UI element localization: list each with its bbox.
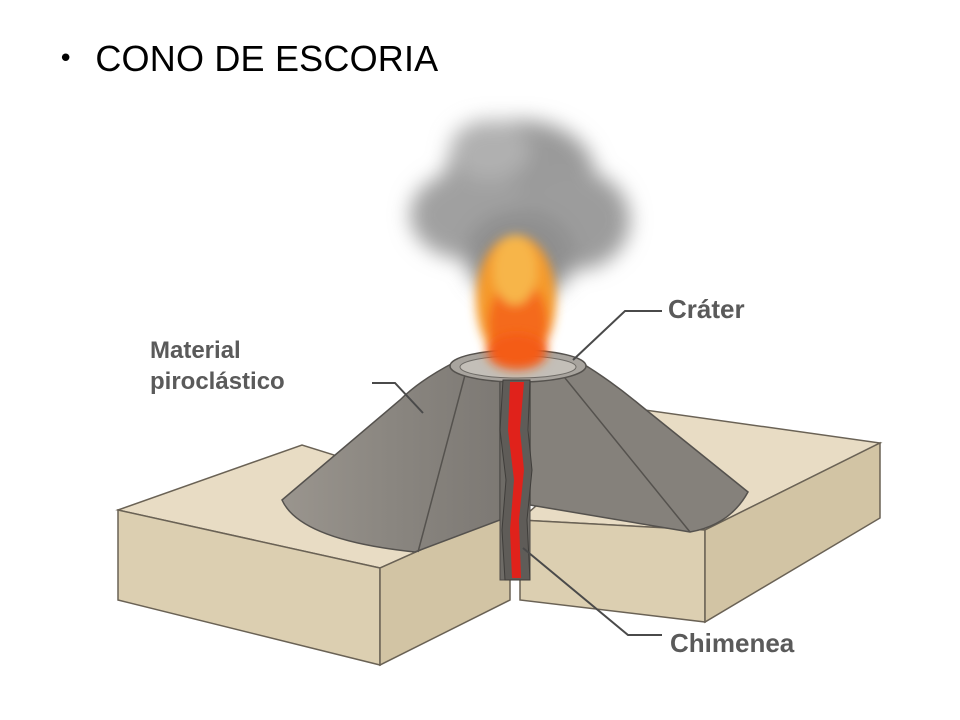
leader-line-crater bbox=[572, 310, 662, 361]
label-material-line1: Material bbox=[150, 337, 241, 364]
title-text: CONO DE ESCORIA bbox=[95, 38, 439, 79]
slide-title: • CONO DE ESCORIA bbox=[58, 38, 438, 80]
leader-lines bbox=[372, 310, 662, 636]
leader-line-material bbox=[372, 382, 424, 414]
leader-line-chimenea bbox=[522, 547, 662, 636]
chimney-conduit bbox=[499, 379, 533, 581]
bullet-point: • bbox=[58, 44, 74, 74]
label-chimenea: Chimenea bbox=[670, 628, 795, 658]
label-material-line2: piroclástico bbox=[150, 368, 285, 395]
crater-fire bbox=[487, 334, 547, 370]
label-crater: Cráter bbox=[668, 294, 745, 324]
